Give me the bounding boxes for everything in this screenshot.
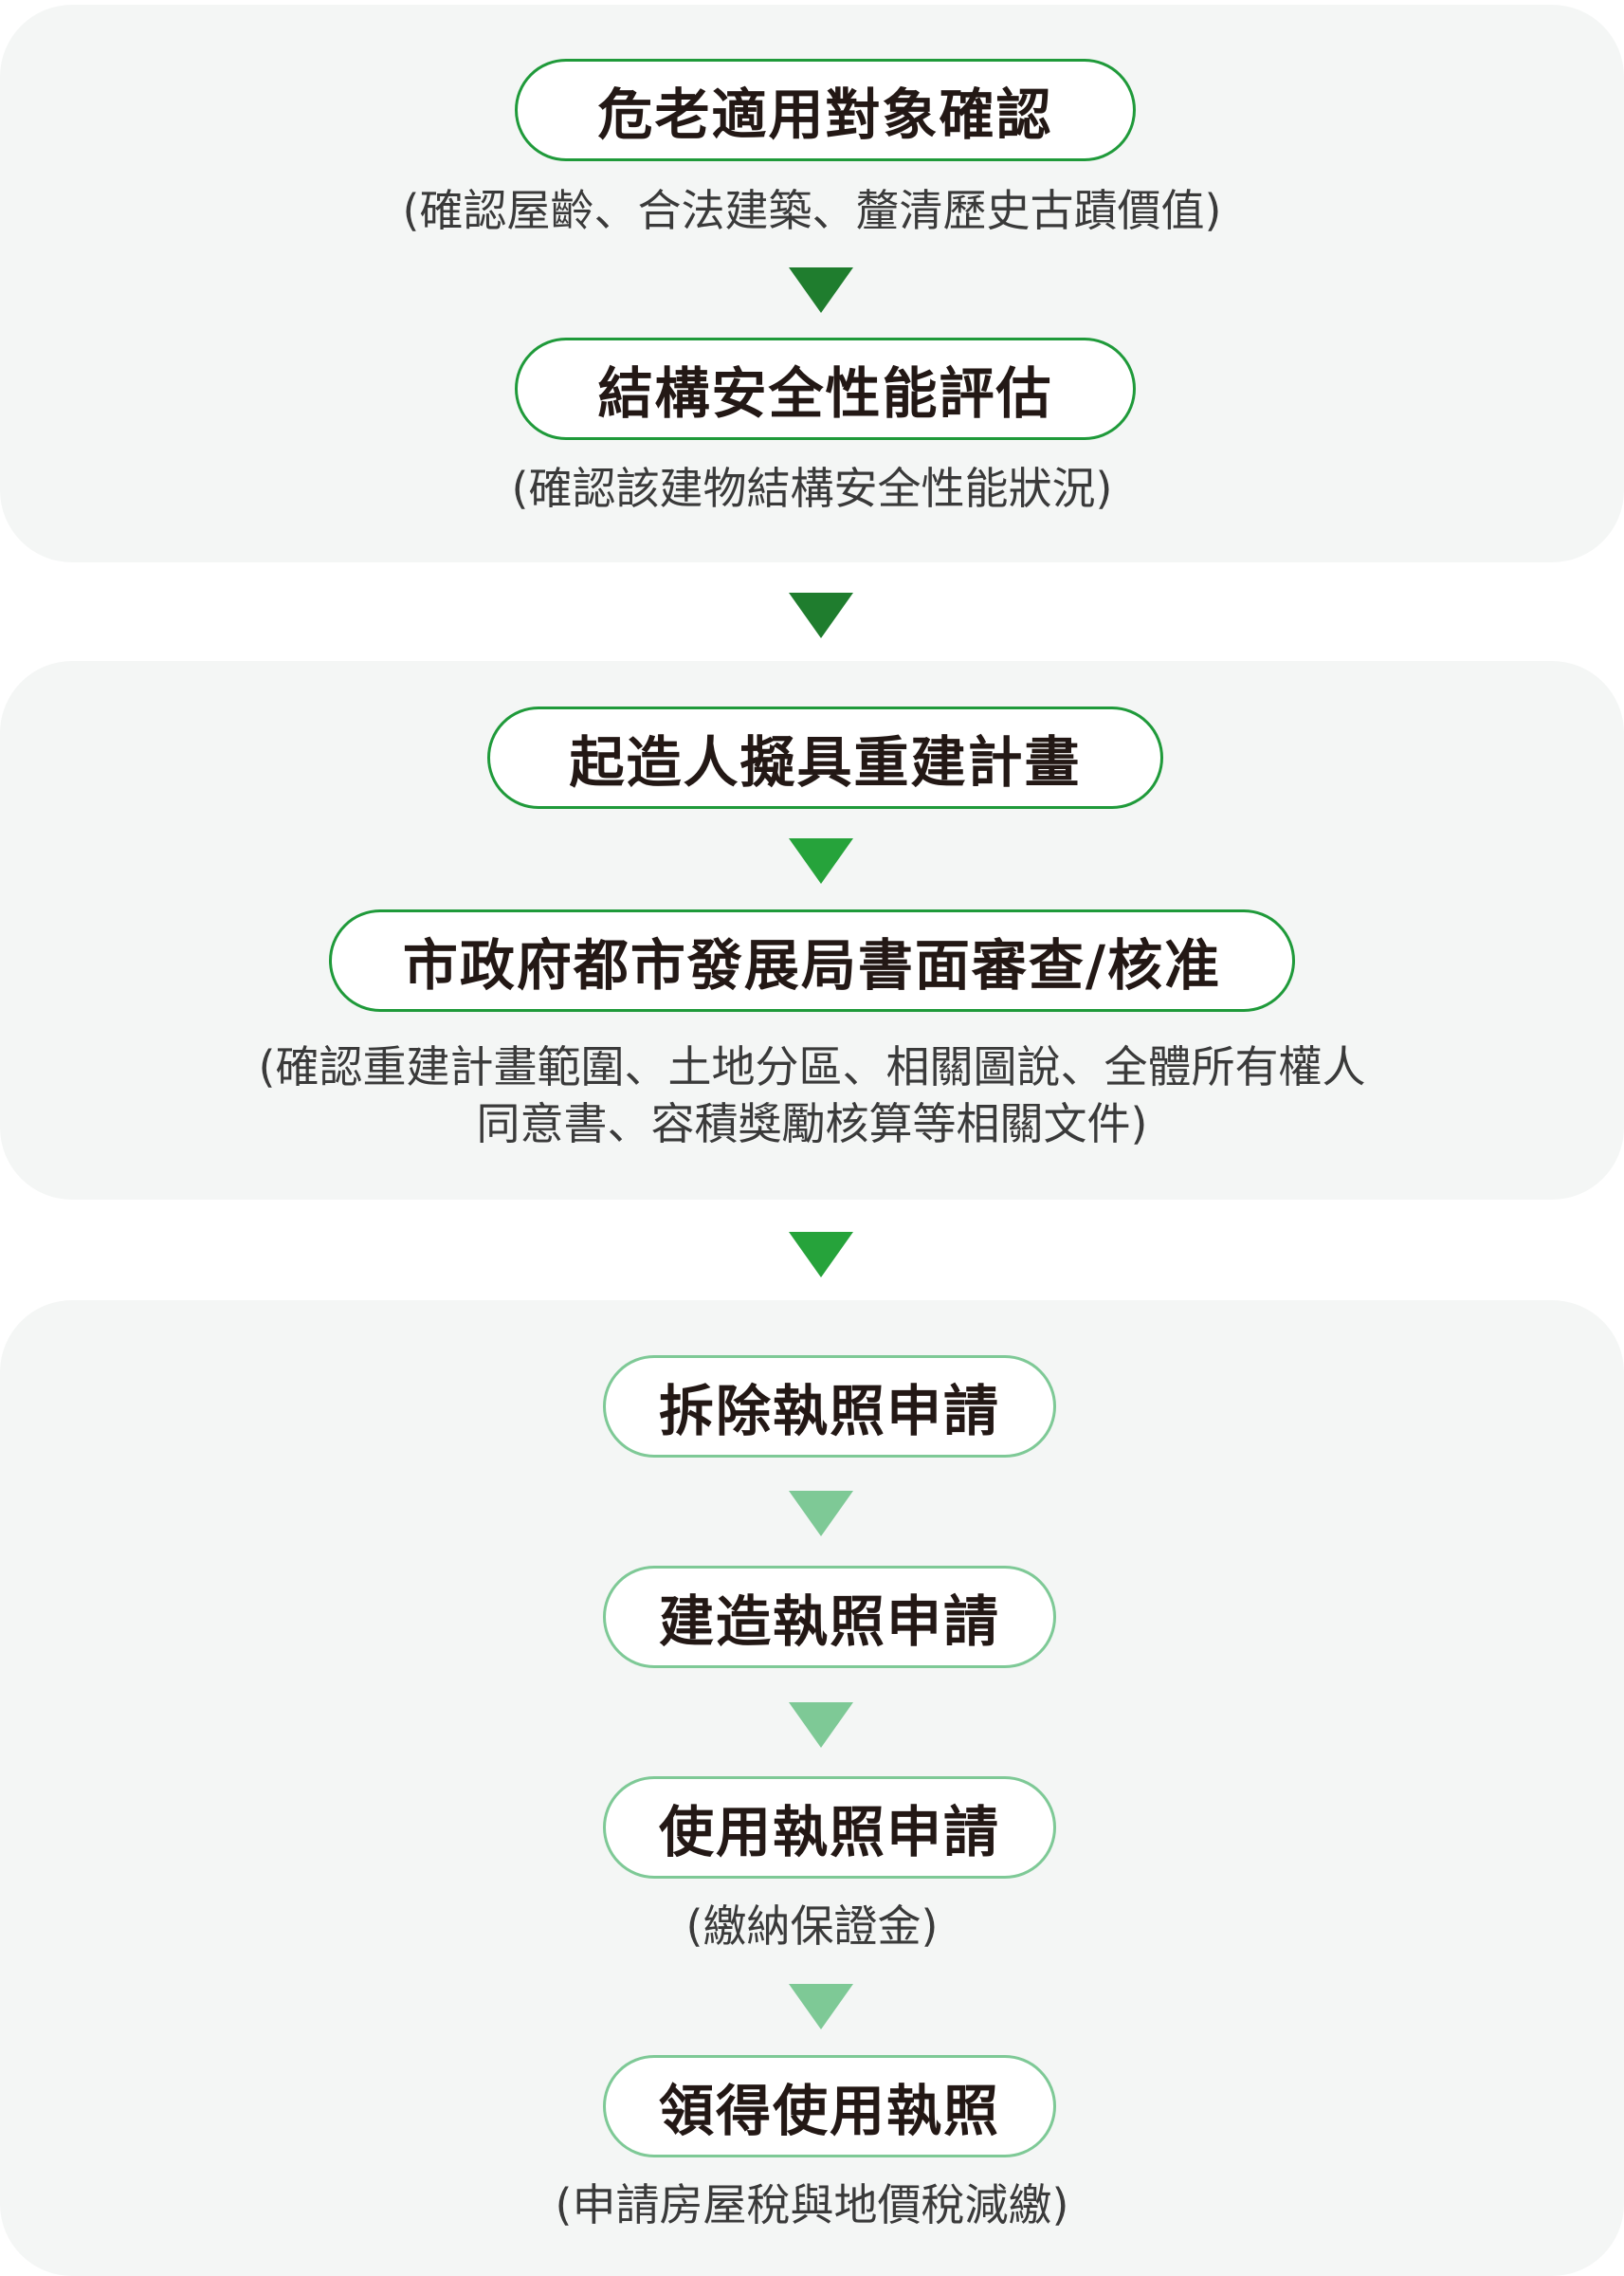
step-reconstruction-plan: 起造人擬具重建計畫 bbox=[487, 707, 1163, 809]
step-demolition-permit: 拆除執照申請 bbox=[603, 1355, 1056, 1458]
step-structural-assessment: 結構安全性能評估 bbox=[515, 338, 1136, 440]
arrow-down-icon bbox=[789, 267, 853, 313]
step-use-permit-application: 使用執照申請 bbox=[603, 1776, 1056, 1879]
step-eligibility-note: (確認屋齡、合法建築、釐清歷史古蹟價值) bbox=[402, 185, 1222, 236]
arrow-down-icon bbox=[789, 1984, 853, 2029]
step-city-review-approval: 市政府都市發展局書面審查/核准 bbox=[329, 909, 1295, 1012]
step-city-review-note-line2: 同意書、容積獎勵核算等相關文件) bbox=[476, 1098, 1148, 1149]
step-city-review-note-line1: (確認重建計畫範圍、土地分區、相關圖說、全體所有權人 bbox=[258, 1041, 1366, 1092]
step-structural-note: (確認該建物結構安全性能狀況) bbox=[511, 463, 1113, 514]
step-obtain-use-permit: 領得使用執照 bbox=[603, 2055, 1056, 2157]
step-use-permit-note: (繳納保證金) bbox=[685, 1900, 939, 1952]
arrow-down-icon bbox=[789, 1491, 853, 1536]
step-city-review-note: (確認重建計畫範圍、土地分區、相關圖說、全體所有權人 同意書、容積獎勵核算等相關… bbox=[0, 1038, 1624, 1152]
step-eligibility-confirmation: 危老適用對象確認 bbox=[515, 59, 1136, 161]
arrow-down-icon bbox=[789, 838, 853, 884]
step-building-permit: 建造執照申請 bbox=[603, 1566, 1056, 1668]
arrow-down-icon bbox=[789, 1702, 853, 1748]
step-obtain-use-permit-note: (申請房屋稅與地價稅減繳) bbox=[555, 2179, 1069, 2230]
arrow-down-icon bbox=[789, 593, 853, 638]
arrow-down-icon bbox=[789, 1232, 853, 1277]
